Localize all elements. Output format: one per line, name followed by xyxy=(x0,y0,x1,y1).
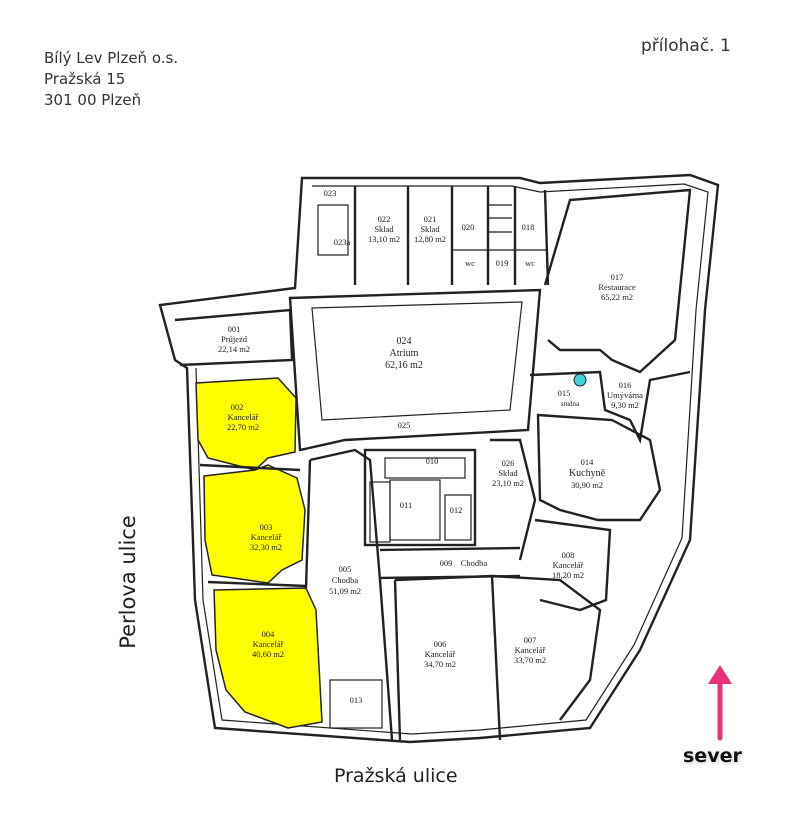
room-004-area: 40,60 m2 xyxy=(252,649,284,659)
room-015-num: 015 xyxy=(558,388,571,398)
room-019-num: 019 xyxy=(496,258,509,268)
room-025-num: 025 xyxy=(398,420,411,430)
room-026-name: Sklad xyxy=(498,468,518,478)
room-016-name: Umývárna xyxy=(607,390,643,400)
org-name: Bílý Lev Plzeň o.s. xyxy=(44,49,179,67)
room-015-name: studna xyxy=(561,400,580,408)
room-003-name: Kancelář xyxy=(251,532,282,542)
room-009-name: Chodba xyxy=(461,558,488,568)
room-017-num: 017 xyxy=(611,272,624,282)
room-017-area: 65,22 m2 xyxy=(601,292,633,302)
room-020-num: 020 xyxy=(462,222,475,232)
street-label-prazska: Pražská ulice xyxy=(334,765,458,787)
room-022-num: 022 xyxy=(378,214,391,224)
room-004-name: Kancelář xyxy=(253,639,284,649)
room-017-name: Restaurace xyxy=(598,282,636,292)
room-024-num: 024 xyxy=(397,336,412,347)
room-010-num: 010 xyxy=(426,456,439,466)
room-013-num: 013 xyxy=(350,695,363,705)
building-outline xyxy=(158,173,720,744)
room-007-name: Kancelář xyxy=(515,645,546,655)
room-014-area: 30,90 m2 xyxy=(571,480,603,490)
room-005-num: 005 xyxy=(339,564,352,574)
room-004-fill xyxy=(213,587,323,729)
org-city: 301 00 Plzeň xyxy=(44,91,142,109)
street-label-perlova: Perlova ulice xyxy=(116,515,140,649)
room-007-num: 007 xyxy=(524,635,537,645)
well-icon xyxy=(573,373,587,387)
interior-walls xyxy=(174,186,692,741)
room-007-area: 33,70 m2 xyxy=(514,655,546,665)
room-014-name: Kuchyně xyxy=(569,468,606,479)
room-012-num: 012 xyxy=(450,505,463,515)
room-002-area: 22,70 m2 xyxy=(227,422,259,432)
room-001-num: 001 xyxy=(228,324,241,334)
room-004-num: 004 xyxy=(262,629,276,639)
room-021-num: 021 xyxy=(424,214,437,224)
room-024-area: 62,16 m2 xyxy=(385,360,423,371)
address-block: Bílý Lev Plzeň o.s. Pražská 15 301 00 Pl… xyxy=(44,48,178,111)
room-022-name: Sklad xyxy=(374,224,394,234)
wc-label-1: wc xyxy=(465,258,475,268)
wc-label-2: wc xyxy=(525,258,535,268)
room-022-area: 13,10 m2 xyxy=(368,234,400,244)
room-006-name: Kancelář xyxy=(425,649,456,659)
room-003-area: 32,30 m2 xyxy=(250,542,282,552)
room-002-name: Kancelář xyxy=(228,412,259,422)
room-008-area: 18,20 m2 xyxy=(552,570,584,580)
room-021-name: Sklad xyxy=(420,224,440,234)
room-023a-num: 023a xyxy=(334,237,351,247)
room-018-num: 018 xyxy=(522,222,535,232)
attachment-label: přílohač. 1 xyxy=(641,36,731,56)
room-011-num: 011 xyxy=(400,500,412,510)
room-016-area: 9,30 m2 xyxy=(611,400,639,410)
room-026-area: 23,10 m2 xyxy=(492,478,524,488)
room-006-num: 006 xyxy=(434,639,447,649)
room-024-name: Atrium xyxy=(390,348,419,359)
north-label: sever xyxy=(683,745,742,767)
room-016-num: 016 xyxy=(619,380,632,390)
room-001-name: Průjezd xyxy=(221,334,248,344)
room-021-area: 12,80 m2 xyxy=(414,234,446,244)
room-008-name: Kancelář xyxy=(553,560,584,570)
room-026-num: 026 xyxy=(502,458,515,468)
room-005-name: Chodba xyxy=(332,575,359,585)
room-labels: 023 023a 022 Sklad 13,10 m2 021 Sklad 12… xyxy=(218,188,643,705)
room-002-num: 002 xyxy=(231,402,244,412)
room-008-num: 008 xyxy=(562,550,575,560)
org-street: Pražská 15 xyxy=(44,70,126,88)
room-001-area: 22,14 m2 xyxy=(218,344,250,354)
room-023-num: 023 xyxy=(324,188,337,198)
room-014-num: 014 xyxy=(581,457,595,467)
room-009-num: 009 xyxy=(440,558,453,568)
room-003-num: 003 xyxy=(260,522,273,532)
room-002-fill xyxy=(195,377,297,471)
north-arrow-icon xyxy=(708,665,732,741)
room-005-area: 51,09 m2 xyxy=(329,586,361,596)
room-006-area: 34,70 m2 xyxy=(424,659,456,669)
room-003-fill xyxy=(203,464,306,584)
